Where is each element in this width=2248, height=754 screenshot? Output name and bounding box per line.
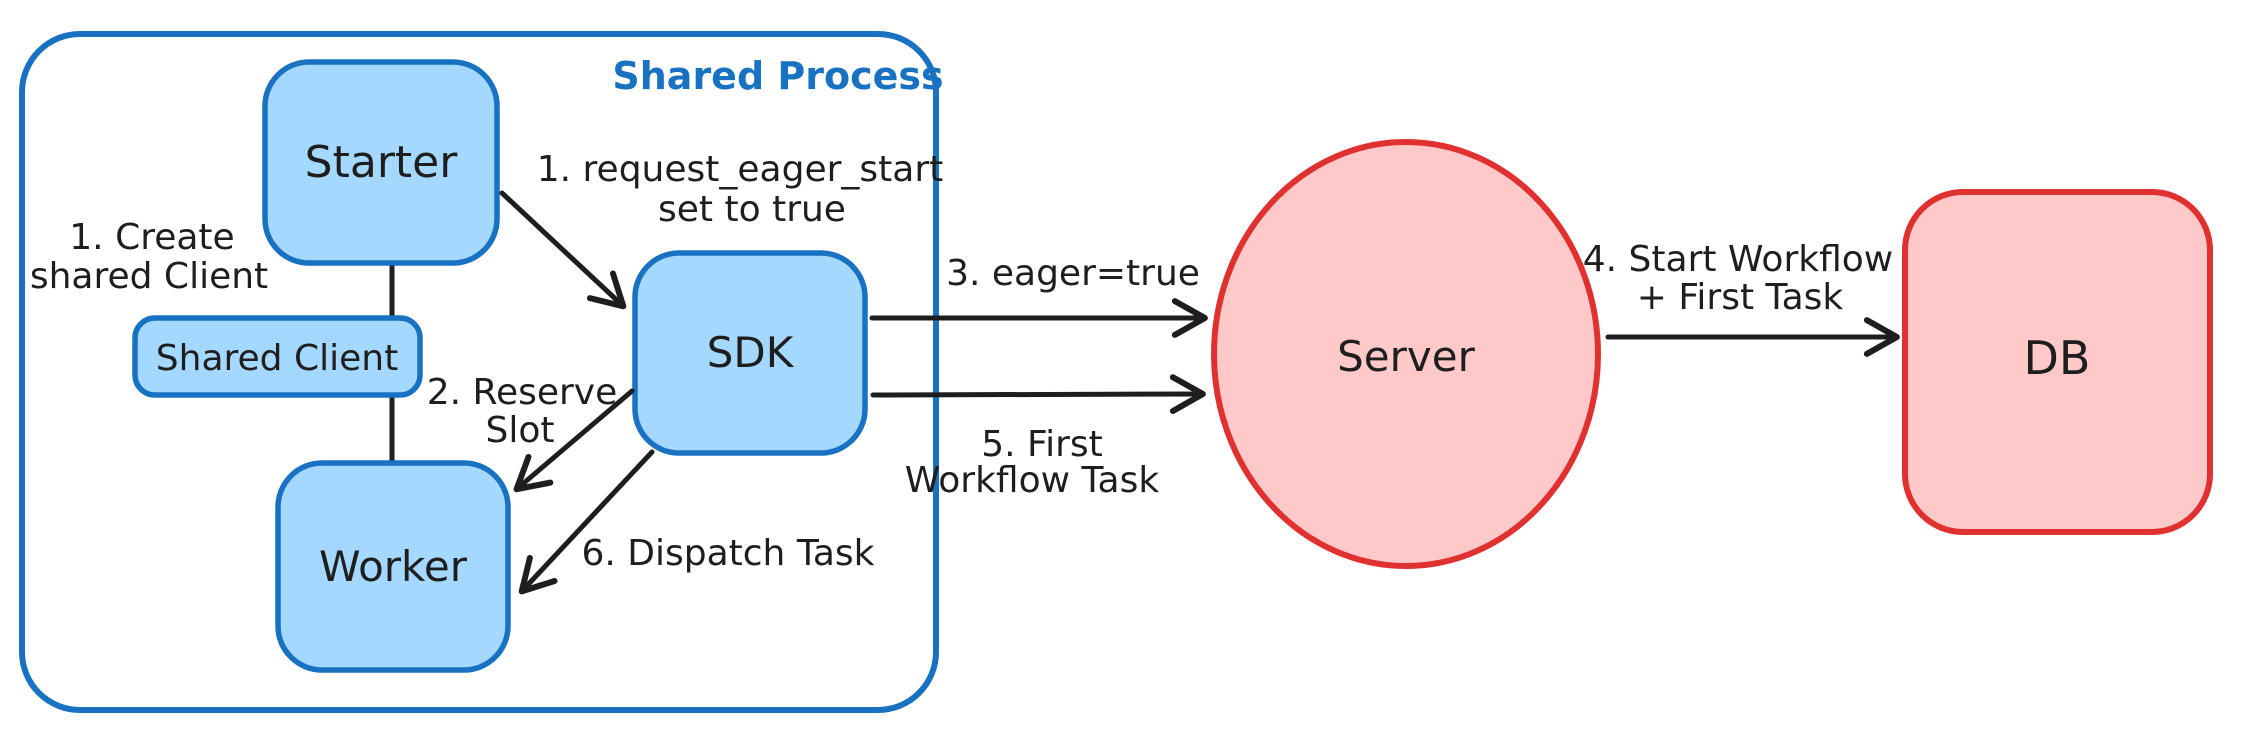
- annotation-request-eager-start-line1: 1. request_eager_start: [537, 149, 944, 190]
- annotation-create-shared-client-line1: 1. Create: [69, 217, 234, 258]
- annotation-eager-true: 3. eager=true: [946, 253, 1200, 294]
- db-box: [1902, 189, 2213, 535]
- annotation-dispatch-task: 6. Dispatch Task: [581, 533, 874, 574]
- annotation-start-workflow-first-task-line2: + First Task: [1637, 277, 1844, 318]
- annotation-reserve-slot-line1: 2. Reserve: [427, 372, 618, 413]
- node-server: Server: [1211, 139, 1601, 569]
- annotation-eager-true-line1: 3. eager=true: [946, 253, 1200, 294]
- node-starter: Starter: [262, 59, 500, 266]
- worker-label: Worker: [319, 542, 468, 591]
- starter-label: Starter: [305, 137, 459, 188]
- arrow-sdk-to-worker-dispatch-task: [518, 449, 655, 595]
- annotation-reserve-slot-line2: Slot: [486, 410, 555, 451]
- annotation-first-workflow-task-line1: 5. First: [981, 424, 1103, 465]
- sdk-box: [632, 250, 868, 456]
- node-sdk: SDK: [632, 250, 868, 456]
- annotation-start-workflow-first-task: 4. Start Workflow + First Task: [1583, 239, 1893, 318]
- db-label: DB: [2024, 331, 2091, 385]
- server-label: Server: [1337, 332, 1475, 381]
- annotation-create-shared-client: 1. Create shared Client: [30, 217, 268, 297]
- shared-client-label: Shared Client: [156, 338, 398, 379]
- annotation-dispatch-task-line1: 6. Dispatch Task: [581, 533, 874, 574]
- shared-process-group: Shared Process: [19, 31, 944, 713]
- shared-client-box: [132, 315, 423, 398]
- arrow-sdk-to-worker-reserve-slot: [513, 388, 635, 493]
- annotation-request-eager-start-line2: set to true: [658, 189, 846, 230]
- node-worker: Worker: [275, 460, 511, 673]
- arrow-sdk-to-server-first-workflow-task: [870, 374, 1206, 414]
- annotation-request-eager-start: 1. request_eager_start set to true: [537, 149, 944, 230]
- annotation-start-workflow-first-task-line1: 4. Start Workflow: [1583, 239, 1893, 280]
- sdk-label: SDK: [707, 328, 795, 377]
- shared-process-container: [19, 31, 939, 713]
- shared-process-label: Shared Process: [612, 54, 943, 98]
- arrow-starter-to-sdk: [499, 190, 627, 310]
- annotation-first-workflow-task: 5. First Workflow Task: [905, 424, 1160, 501]
- node-db: DB: [1902, 189, 2213, 535]
- node-shared-client: Shared Client: [132, 315, 423, 398]
- worker-box: [275, 460, 511, 673]
- annotation-first-workflow-task-line2: Workflow Task: [905, 460, 1160, 501]
- starter-box: [262, 59, 500, 266]
- server-circle: [1211, 139, 1601, 569]
- annotation-reserve-slot: 2. Reserve Slot: [427, 372, 618, 451]
- annotation-create-shared-client-line2: shared Client: [30, 256, 268, 297]
